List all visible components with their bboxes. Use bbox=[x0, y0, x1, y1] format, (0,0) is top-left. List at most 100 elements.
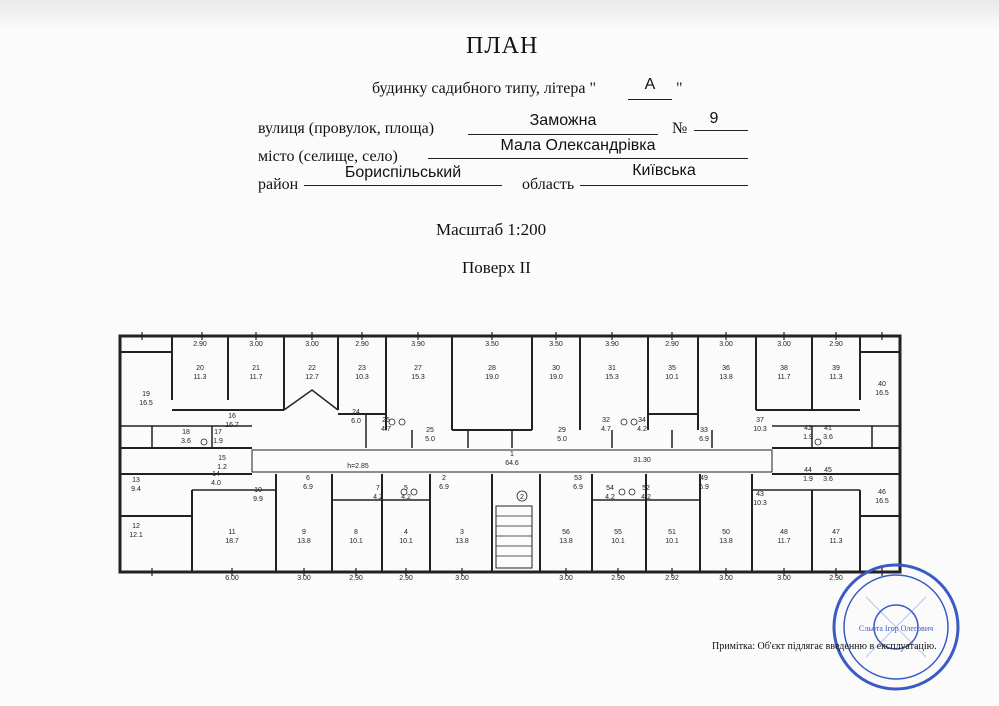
room-number: 4 bbox=[404, 529, 408, 536]
official-stamp: Сльота Ігор Олегович bbox=[832, 563, 960, 691]
room-number: 53 bbox=[574, 475, 582, 482]
room-area: 4.2 bbox=[373, 494, 383, 501]
room-number: 24 bbox=[352, 409, 360, 416]
room-area: 6.9 bbox=[439, 484, 449, 491]
region-label: область bbox=[522, 176, 575, 193]
room-number: 43 bbox=[756, 491, 764, 498]
room-number: 48 bbox=[780, 529, 788, 536]
room-number: 52 bbox=[642, 485, 650, 492]
room-dim-bottom: 3.00 bbox=[559, 575, 573, 582]
room-dim-top: 3.00 bbox=[305, 341, 319, 348]
letter-underline bbox=[628, 99, 672, 100]
room-number: 50 bbox=[722, 529, 730, 536]
room-area: 4.2 bbox=[401, 494, 411, 501]
region-underline bbox=[580, 185, 748, 186]
room-number: 55 bbox=[614, 529, 622, 536]
room-area: 13.8 bbox=[455, 538, 469, 545]
region-value: Київська bbox=[632, 162, 696, 179]
staircase bbox=[495, 505, 533, 569]
room-area: 6.9 bbox=[303, 484, 313, 491]
room-number: 34 bbox=[638, 417, 646, 424]
room-dim-top: 3.00 bbox=[719, 341, 733, 348]
plan-title: ПЛАН bbox=[466, 33, 539, 59]
room-number: 29 bbox=[558, 427, 566, 434]
scale-label: Масштаб 1:200 bbox=[436, 220, 547, 239]
district-value: Бориспільський bbox=[344, 164, 462, 181]
room-area: 10.1 bbox=[611, 538, 625, 545]
room-number: 7 bbox=[376, 485, 380, 492]
room-dim-bottom: 3.00 bbox=[777, 575, 791, 582]
room-number: 10 bbox=[254, 487, 262, 494]
city-label: місто (селище, село) bbox=[258, 148, 398, 165]
room-area: 1.9 bbox=[213, 438, 223, 445]
room-number: 30 bbox=[552, 365, 560, 372]
room-number: 47 bbox=[832, 529, 840, 536]
room-area: 5.0 bbox=[557, 436, 567, 443]
room-number: 9 bbox=[302, 529, 306, 536]
room-number: 27 bbox=[414, 365, 422, 372]
room-area: 10.3 bbox=[355, 374, 369, 381]
room-number: 28 bbox=[488, 365, 496, 372]
room-number: 23 bbox=[358, 365, 366, 372]
room-area: 6.9 bbox=[699, 484, 709, 491]
room-area: 1.9 bbox=[803, 434, 813, 441]
room-dim-top: 3.90 bbox=[411, 341, 425, 348]
room-number: 5 bbox=[404, 485, 408, 492]
room-number: 15 bbox=[218, 455, 226, 462]
room-area: 10.1 bbox=[349, 538, 363, 545]
number-underline bbox=[694, 130, 748, 131]
room-number: 19 bbox=[142, 391, 150, 398]
room-number: 12 bbox=[132, 523, 140, 530]
room-area: 4.7 bbox=[601, 426, 611, 433]
room-number: 35 bbox=[668, 365, 676, 372]
room-number: 40 bbox=[878, 381, 886, 388]
room-number: 25 bbox=[426, 427, 434, 434]
room-area: 18.7 bbox=[225, 538, 239, 545]
room-number: 13 bbox=[132, 477, 140, 484]
room-number: 33 bbox=[700, 427, 708, 434]
room-area: 12.7 bbox=[305, 374, 319, 381]
room-area: 6.0 bbox=[351, 418, 361, 425]
room-area: 4.7 bbox=[381, 426, 391, 433]
room-area: 64.6 bbox=[505, 460, 519, 467]
room-number: 37 bbox=[756, 417, 764, 424]
room-area: 16.7 bbox=[225, 422, 239, 429]
room-area: 11.3 bbox=[829, 538, 842, 545]
room-area: 15.3 bbox=[411, 374, 425, 381]
room-area: 9.9 bbox=[253, 496, 263, 503]
district-underline bbox=[304, 185, 502, 186]
room-number: 36 bbox=[722, 365, 730, 372]
city-underline bbox=[428, 158, 748, 159]
room-number: 14 bbox=[212, 471, 220, 478]
number-value: 9 bbox=[709, 110, 719, 127]
subtitle-prefix: будинку садибного типу, літера " bbox=[372, 80, 596, 97]
room-dim-bottom: 3.00 bbox=[455, 575, 469, 582]
room-dim-top: 3.90 bbox=[605, 341, 619, 348]
room-area: 6.9 bbox=[699, 436, 709, 443]
room-dim-bottom: 3.00 bbox=[719, 575, 733, 582]
room-number: 21 bbox=[252, 365, 260, 372]
room-number: 16 bbox=[228, 413, 236, 420]
room-area: 15.3 bbox=[605, 374, 619, 381]
room-area: 1.2 bbox=[217, 464, 227, 471]
floor-label: Поверх II bbox=[462, 258, 531, 277]
room-area: 10.3 bbox=[753, 500, 767, 507]
room-number: 51 bbox=[668, 529, 676, 536]
room-dim-bottom: 6.00 bbox=[225, 575, 239, 582]
room-number: 8 bbox=[354, 529, 358, 536]
room-number: 1 bbox=[510, 451, 514, 458]
corridor-height: h=2.85 bbox=[347, 463, 369, 470]
room-area: 19.0 bbox=[485, 374, 499, 381]
room-area: 3.6 bbox=[823, 476, 833, 483]
room-area: 3.6 bbox=[823, 434, 833, 441]
room-number: 39 bbox=[832, 365, 840, 372]
plan-subtitle: будинку садибного типу, літера " bbox=[372, 80, 596, 98]
room-area: 10.1 bbox=[399, 538, 413, 545]
room-area: 12.1 bbox=[129, 532, 143, 539]
room-area: 16.5 bbox=[875, 498, 889, 505]
top-partitions bbox=[171, 336, 861, 430]
room-number: 2 bbox=[442, 475, 446, 482]
room-number: 49 bbox=[700, 475, 708, 482]
